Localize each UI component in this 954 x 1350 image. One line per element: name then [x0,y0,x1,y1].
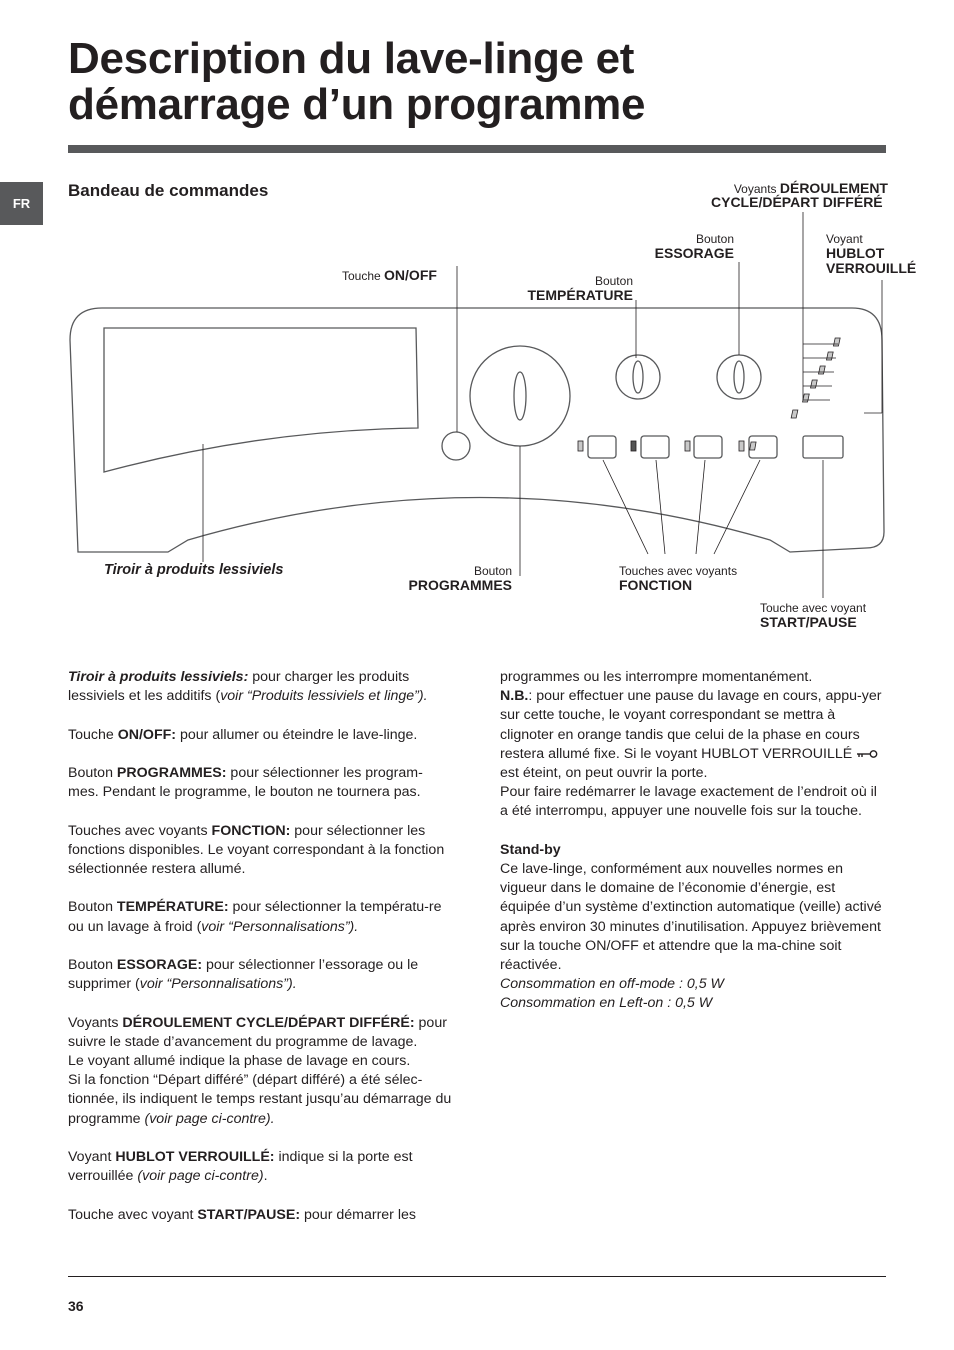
section-title: Bandeau de commandes [68,181,269,200]
startpause-button-shape [802,435,844,459]
para-tiroir: Tiroir à produits lessiviels: pour charg… [68,669,428,705]
para-deroulement: Voyants DÉROULEMENT CYCLE/DÉPART DIFFÉRÉ… [68,1014,452,1127]
function-button-3 [693,435,723,459]
onoff-button-shape [441,431,471,461]
para-fonction: Touches avec voyants FONCTION: pour séle… [68,822,445,877]
para-start-cont: programmes ou les interrompre momentaném… [500,669,813,685]
temperature-knob-shape [615,354,661,400]
conso-lefton: Consommation en Left-on : 0,5 W [500,995,713,1012]
title-divider [68,145,886,153]
right-column: programmes ou les interrompre momentaném… [500,668,888,1014]
function-button-4 [748,435,778,459]
para-restart: Pour faire redémarrer le lavage exacteme… [500,784,877,820]
label-deroulement: Voyants DÉROULEMENT [733,180,888,196]
page-number: 36 [68,1298,84,1314]
standby-title: Stand-by [500,841,561,858]
label-deroulement-line2: CYCLE/DÉPART DIFFÉRÉ [711,194,883,210]
control-panel-diagram [69,212,885,598]
detergent-drawer [103,327,419,473]
para-essorage: Bouton ESSORAGE: pour sélectionner l’ess… [68,956,419,993]
label-tiroir: Tiroir à produits lessiviels [104,562,284,578]
label-onoff: Touche ON/OFF [342,267,437,283]
panel-outline [69,307,885,553]
para-startpause: Touche avec voyant START/PAUSE: pour dém… [68,1206,416,1223]
para-programmes: Bouton PROGRAMMES: pour sélectionner les… [68,764,423,801]
conso-off: Consommation en off-mode : 0,5 W [500,976,724,993]
para-temperature: Bouton TEMPÉRATURE: pour sélectionner la… [68,899,442,935]
programmes-knob-shape [469,345,571,447]
footer-divider [68,1276,886,1277]
left-column: Tiroir à produits lessiviels: pour charg… [68,668,453,1225]
language-tab: FR [0,182,43,225]
para-hublot: Voyant HUBLOT VERROUILLÉ: indique si la … [68,1148,413,1185]
function-button-1 [587,435,617,459]
para-nb: N.B.: pour effectuer une pause du lavage… [500,688,882,782]
key-icon [857,749,878,758]
function-button-2 [640,435,670,459]
standby-text: Ce lave-linge, conformément aux nouvelle… [500,861,882,974]
para-onoff: Touche ON/OFF: pour allumer ou éteindre … [68,726,418,743]
